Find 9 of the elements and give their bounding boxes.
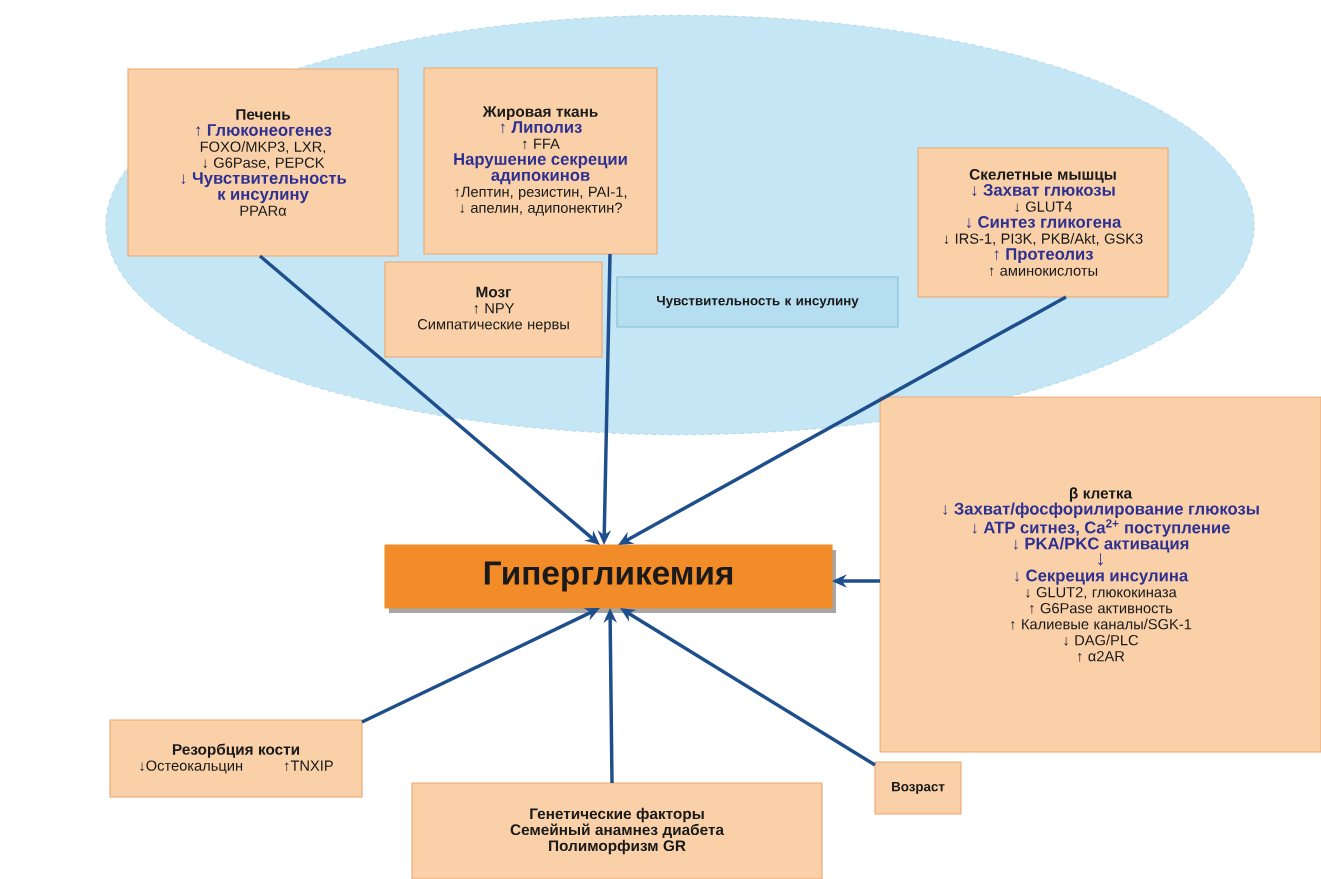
factor-box: Возраст (874, 761, 962, 815)
label-box: Чувствительность к инсулину (616, 276, 899, 328)
organ-box: Скелетные мышцы ↓ Захват глюкозы ↓ GLUT4 ↓ Синтез гликогена ↓ IRS-1, PI3K, PKB/Akt, GSK3 ↑ Протеолиз ↑ аминокислоты (917, 147, 1169, 298)
cell-box: β клетка ↓ Захват/фосфорилирование глюкозы ↓ ATP ситнез, Ca$^{2+}$ поступление ↓ PKA/PKC активация ↓ ↓ Секреция инсулина ↓ GLUT2, глюкокиназа ↑ G6Pase активность ↑ Калиевые каналы/SGK-1 ↓ DAG/PLC ↑ α2AR (879, 396, 1321, 753)
result-box: Гипергликемия (384, 544, 836, 613)
organ-box: Жировая ткань ↑ Липолиз ↑ FFA Нарушение секреции адипокинов ↑Лептин, резистин, PAI-1, ↓ апелин, адипонектин? (423, 67, 658, 255)
factor-box: Резорбция кости ↓Остеокальцин ↑TNXIP (109, 719, 363, 798)
organ-box: Мозг ↑ NPY Симпатические нервы (384, 261, 603, 358)
factor-box: Генетические факторы Семейный анамнез диабета Полиморфизм GR (411, 782, 823, 879)
